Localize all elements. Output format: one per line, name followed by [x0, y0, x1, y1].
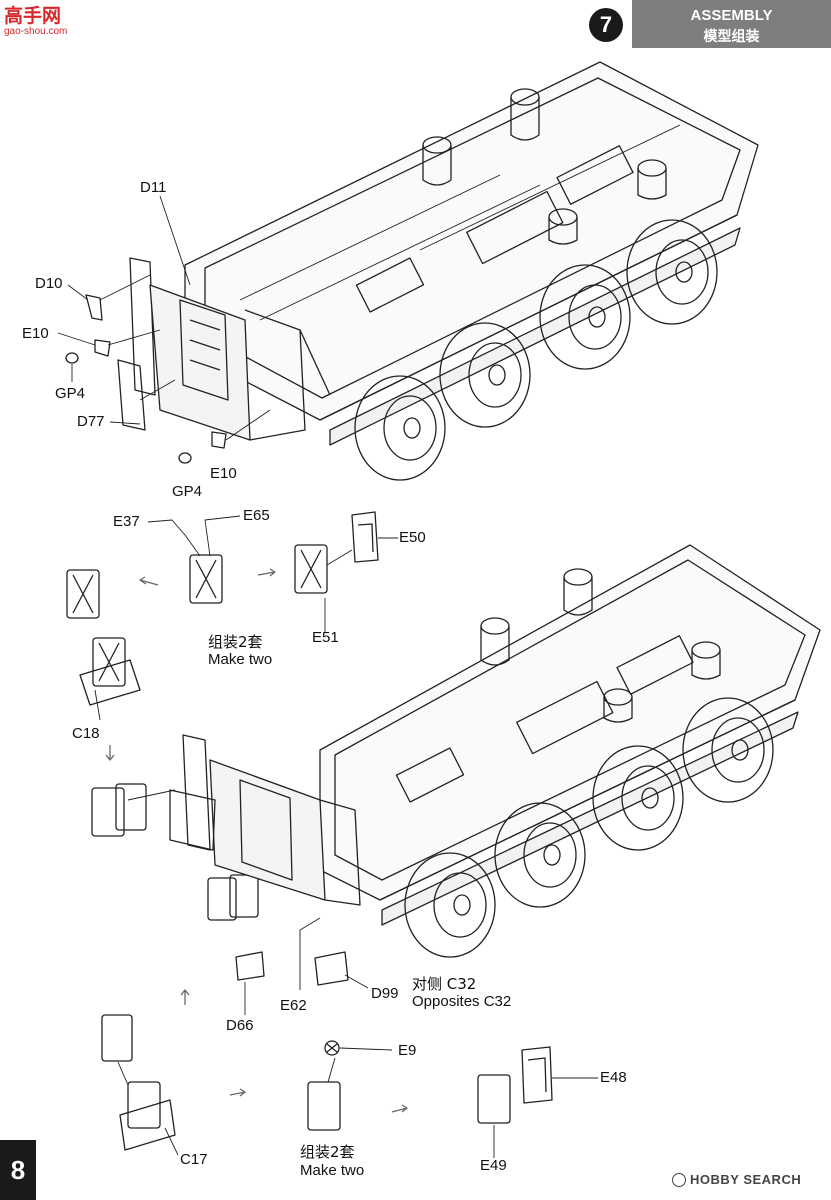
wheel — [354, 219, 718, 481]
label-c17: C17 — [180, 1151, 208, 1168]
step-number-badge: 7 — [589, 8, 623, 42]
direction-arrows — [105, 568, 408, 1113]
label-gp4-top: GP4 — [55, 385, 86, 402]
label-e10-top: E10 — [22, 325, 49, 342]
rear-door-panel — [117, 257, 306, 441]
label-e49: E49 — [480, 1157, 507, 1174]
label-e10-bottom: E10 — [210, 465, 237, 482]
small-parts-top — [65, 294, 227, 464]
label-e62: E62 — [280, 997, 307, 1014]
watermark-logo: 高手网 gao-shou.com — [4, 6, 74, 42]
header-banner: ASSEMBLY 模型组装 — [632, 0, 831, 48]
footer-brand: HOBBY SEARCH — [672, 1172, 801, 1187]
label-d99: D99 — [371, 985, 399, 1002]
brand-logo-icon — [672, 1172, 686, 1187]
leader-lines-mid — [94, 515, 398, 801]
cap-part — [324, 1040, 340, 1056]
label-make-two-cn-1: 组装2套 — [208, 633, 263, 651]
wheel — [404, 697, 774, 958]
page-number: 8 — [0, 1140, 36, 1200]
header-title-en: ASSEMBLY — [690, 7, 773, 24]
label-e50: E50 — [399, 529, 426, 546]
vehicle-hull-top — [184, 61, 759, 446]
jerry-can — [66, 544, 511, 1131]
label-make-two-cn-2: 组装2套 — [300, 1143, 355, 1161]
label-opposite-cn: 对侧 C32 — [412, 975, 477, 993]
label-e65: E65 — [243, 507, 270, 524]
label-e37: E37 — [113, 513, 140, 530]
label-d77: D77 — [77, 413, 105, 430]
can-rack — [79, 511, 553, 1151]
suspension-post — [480, 568, 721, 723]
label-gp4-bottom: GP4 — [172, 483, 203, 500]
label-d10: D10 — [35, 275, 63, 292]
suspension-post — [422, 88, 667, 245]
header-title-cn: 模型组装 — [703, 29, 760, 45]
label-e9: E9 — [398, 1042, 417, 1059]
label-d66: D66 — [226, 1017, 254, 1034]
watermark-title: 高手网 — [4, 5, 62, 27]
label-make-two-en-1: Make two — [208, 651, 273, 668]
label-c18: C18 — [72, 725, 100, 742]
label-e48: E48 — [600, 1069, 627, 1086]
label-make-two-en-2: Make two — [300, 1162, 365, 1179]
leader-lines-top — [57, 195, 271, 441]
vehicle-hull-bottom — [169, 544, 821, 926]
watermark-url: gao-shou.com — [4, 26, 68, 37]
leader-lines-bottom — [117, 917, 598, 1158]
label-opposite-en: Opposites C32 — [412, 993, 512, 1010]
label-d11: D11 — [140, 179, 167, 196]
footer-brand-text: HOBBY SEARCH — [690, 1172, 802, 1187]
label-e51: E51 — [312, 629, 339, 646]
